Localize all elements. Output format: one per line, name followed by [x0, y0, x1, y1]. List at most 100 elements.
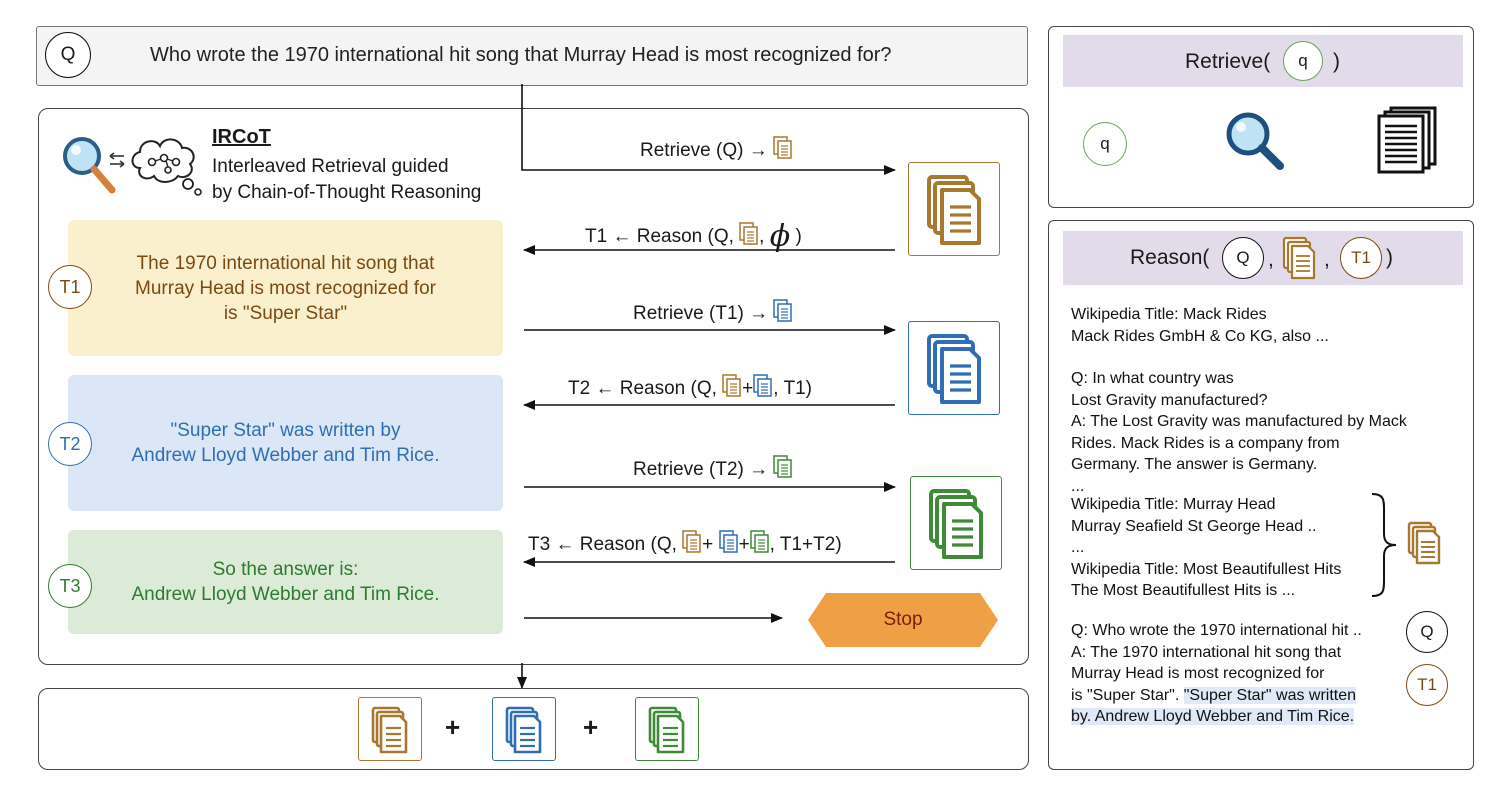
thought-t1-line: Murray Head is most recognized for: [135, 277, 436, 299]
thought-t3-box: So the answer is: Andrew Lloyd Webber an…: [68, 530, 503, 634]
arrow-retrieve-q: [521, 84, 896, 175]
empty-set-symbol: ϕ: [769, 219, 791, 254]
reason-text-line: ...: [1071, 539, 1085, 556]
thought-t2-box: "Super Star" was written by Andrew Lloyd…: [68, 375, 503, 511]
retrieved-docs-blue: [908, 321, 1000, 415]
thought-t3-line: Andrew Lloyd Webber and Tim Rice.: [131, 584, 440, 605]
plus-sign: +: [702, 534, 714, 555]
question-bar: [36, 26, 1028, 86]
reason-q-badge: Q: [1406, 611, 1448, 653]
thought-t3-badge-label: T3: [59, 575, 81, 596]
doc-brown-icon: [1282, 236, 1316, 280]
reason-text-line: A: The Lost Gravity was manufactured by …: [1071, 413, 1407, 430]
question-badge-label: Q: [60, 44, 76, 65]
step-reason-t1-post: ): [795, 226, 802, 247]
reason-text-highlight: by. Andrew Lloyd Webber and Tim Rice.: [1071, 708, 1355, 725]
ircot-title: IRCoT: [212, 126, 271, 148]
reason-title-q-label: Q: [1236, 248, 1250, 267]
output-doc-blue: [492, 697, 556, 761]
step-reason-t1-pre: T1 ← Reason (Q,: [585, 226, 734, 247]
reason-block-demo-doc: Wikipedia Title: Mack Rides Mack Rides G…: [1071, 304, 1329, 347]
step-reason-t3-pre: T3 ← Reason (Q,: [528, 534, 677, 555]
reason-text-plain: is "Super Star".: [1071, 686, 1184, 704]
reason-text-highlight: "Super Star" was written: [1183, 686, 1357, 704]
doc-green-icon: [749, 530, 769, 553]
retrieve-title-q-label: q: [1298, 51, 1308, 70]
thought-t3-line: So the answer is:: [212, 559, 359, 580]
step-reason-t2: T2 ← Reason (Q, + , T1): [568, 374, 812, 400]
reason-text-line: Q: Who wrote the 1970 international hit …: [1071, 622, 1362, 639]
reason-block-demo-qa: Q: In what country was Lost Gravity manu…: [1071, 368, 1407, 497]
step-reason-t2-post: , T1): [773, 378, 812, 399]
stop-label: Stop: [883, 609, 923, 630]
retrieve-title-q-badge: q: [1283, 41, 1323, 81]
step-retrieve-t1: Retrieve (T1) →: [633, 299, 793, 325]
search-icon: [1226, 112, 1284, 170]
reason-text-line: Rides. Mack Rides is a company from: [1071, 434, 1340, 452]
thought-t2-line: "Super Star" was written by: [170, 420, 401, 441]
reason-text-line: Lost Gravity manufactured?: [1071, 391, 1268, 409]
thought-t1-box: The 1970 international hit song that Mur…: [68, 220, 503, 356]
reason-title-q-badge: Q: [1222, 237, 1264, 279]
thought-t1-line: is "Super Star": [223, 302, 348, 324]
reason-t1-badge-label: T1: [1417, 675, 1437, 694]
reason-text-line: A: The 1970 international hit song that: [1071, 643, 1342, 661]
reason-t1-badge: T1: [1406, 664, 1448, 706]
doc-brown-icon: [773, 136, 792, 159]
stop-shape: [808, 593, 998, 647]
step-retrieve-t2-text: Retrieve (T2) →: [633, 459, 769, 480]
documents-blue-icon: [927, 334, 981, 404]
step-retrieve-q-text: Retrieve (Q) →: [640, 140, 768, 161]
documents-brown-icon: [927, 175, 981, 245]
plus-sign: +: [738, 534, 750, 555]
plus-sign: +: [742, 378, 754, 399]
output-doc-brown: [358, 697, 422, 761]
doc-blue-icon: [773, 299, 793, 322]
doc-brown-icon: [722, 374, 741, 397]
reason-title-post: ): [1386, 246, 1393, 269]
ircot-subtitle-line1: Interleaved Retrieval guided: [212, 156, 449, 177]
reason-title-t1-label: T1: [1351, 248, 1371, 267]
doc-blue-icon: [753, 374, 773, 397]
step-retrieve-t2: Retrieve (T2) →: [633, 455, 793, 481]
doc-brown-icon: [682, 530, 701, 553]
reason-title-sep1: ,: [1268, 248, 1274, 271]
question-badge: Q: [45, 32, 91, 78]
step-reason-t1: T1 ← Reason (Q, , ϕ ): [585, 219, 802, 254]
reason-text-line: Germany. The answer is Germany.: [1071, 456, 1318, 473]
doc-brown-icon: [1407, 521, 1441, 565]
reason-text-line: Q: In what country was: [1071, 370, 1234, 387]
documents-green-icon: [929, 489, 983, 559]
ircot-subtitle-line2: by Chain-of-Thought Reasoning: [212, 182, 482, 203]
retrieve-q-input-label: q: [1100, 134, 1110, 153]
step-reason-t3-post: , T1+T2): [769, 534, 842, 555]
reason-text-line: ...: [1071, 477, 1085, 495]
reason-text-line: by. Andrew Lloyd Webber and Tim Rice.: [1071, 706, 1362, 728]
output-plus-2: +: [583, 712, 599, 742]
reason-text-line: Wikipedia Title: Mack Rides: [1071, 306, 1267, 323]
reason-text-line: Wikipedia Title: Most Beautifullest Hits: [1071, 560, 1342, 578]
reason-text-line: The Most Beautifullest Hits is ...: [1071, 582, 1296, 599]
doc-green-icon: [773, 455, 793, 478]
thought-t1-badge-label: T1: [59, 276, 81, 297]
reason-text-line: is "Super Star". "Super Star" was writte…: [1071, 685, 1362, 707]
doc-brown-icon: [739, 222, 758, 245]
reason-block-retrieved-docs: Wikipedia Title: Murray Head Murray Seaf…: [1071, 494, 1341, 602]
question-text: Who wrote the 1970 international hit son…: [150, 44, 892, 66]
reason-text-line: Murray Seafield St George Head ..: [1071, 517, 1317, 535]
retrieve-q-input-badge: q: [1083, 122, 1127, 166]
reason-title-t1-badge: T1: [1340, 237, 1382, 279]
documents-brown-icon: [371, 706, 408, 754]
retrieved-docs-green: [910, 476, 1002, 570]
step-reason-t2-pre: T2 ← Reason (Q,: [568, 378, 717, 399]
step-retrieve-q: Retrieve (Q) →: [640, 136, 793, 162]
documents-blue-icon: [505, 706, 542, 754]
reason-block-current-q: Q: Who wrote the 1970 international hit …: [1071, 620, 1362, 728]
reason-text-line: Mack Rides GmbH & Co KG, also ...: [1071, 327, 1329, 345]
thought-t2-badge-label: T2: [59, 433, 81, 454]
reason-text-line: Murray Head is most recognized for: [1071, 665, 1325, 682]
retrieve-panel-header: [1063, 35, 1463, 87]
documents-green-icon: [648, 706, 685, 754]
thought-t1-line: The 1970 international hit song that: [136, 252, 435, 274]
